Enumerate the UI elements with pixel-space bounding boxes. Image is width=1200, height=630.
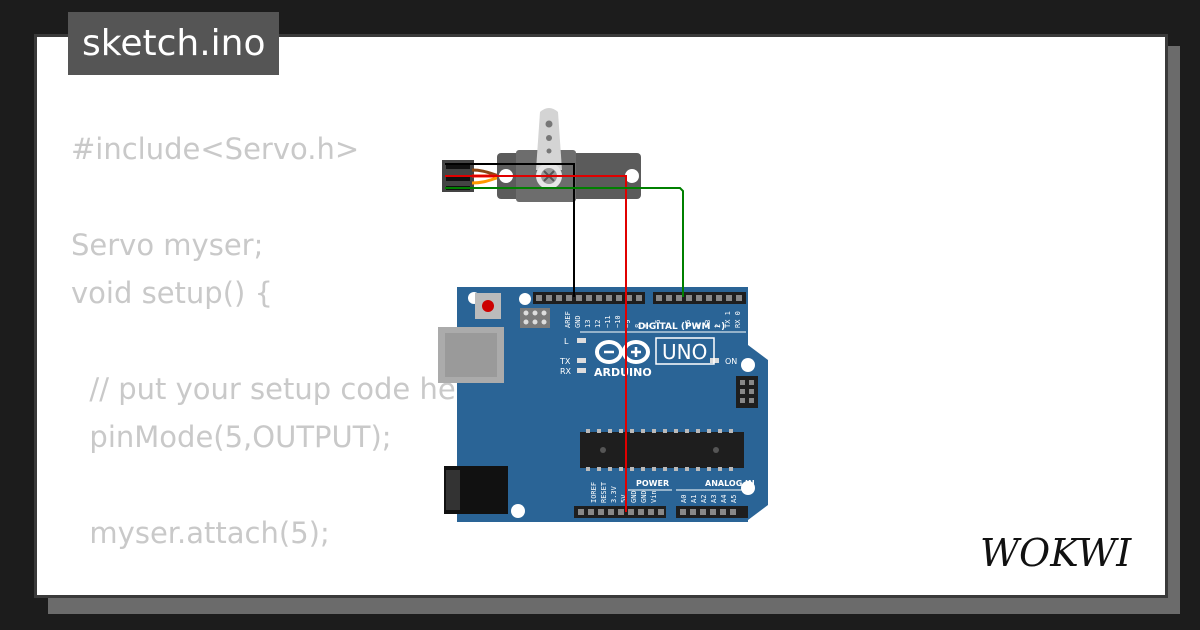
svg-text:TX: TX [559, 357, 571, 366]
pin-label: ~10 [614, 315, 622, 328]
pin-label: ~9 [624, 320, 632, 328]
servo-signal-wire[interactable] [445, 187, 684, 297]
pin-label: TX 1 [724, 311, 732, 328]
pin-label: A5 [730, 495, 738, 503]
reset-pins-header [736, 376, 758, 408]
pin-label: 7 [644, 324, 652, 328]
file-tab[interactable]: sketch.ino [68, 12, 280, 75]
code-line: #include<Servo.h> [71, 132, 360, 166]
pin-label: RESET [600, 481, 608, 503]
pin-label: RX 0 [734, 311, 742, 328]
code-line: Servo myser; [71, 228, 264, 262]
pin-label: 4 [694, 324, 702, 328]
pin-label: A3 [710, 495, 718, 503]
servo-gnd-wire[interactable] [445, 163, 575, 297]
pin-label: A1 [690, 495, 698, 503]
digital-header-label: DIGITAL (PWM ~) [638, 322, 725, 332]
analog-label: ANALOG IN [705, 479, 755, 488]
arduino-logo: ARDUINO [594, 340, 652, 379]
pin-label: AREF [564, 311, 572, 328]
pin-label: GND [630, 490, 638, 503]
code-line: myser.attach(5); [71, 516, 330, 550]
code-line: void setup() { [71, 276, 273, 310]
servo-vcc-wire[interactable] [445, 175, 627, 512]
pin-label: A4 [720, 495, 728, 503]
pin-label: 2 [714, 324, 722, 328]
svg-text:RX: RX [560, 367, 572, 376]
pin-label: 3.3V [610, 485, 618, 503]
atmega-chip [580, 429, 744, 471]
code-line: pinMode(5,OUTPUT); [71, 420, 392, 454]
icsp-header [520, 308, 550, 328]
pin-label: A0 [680, 495, 688, 503]
pin-label: ~3 [704, 320, 712, 328]
pin-label: GND [640, 490, 648, 503]
wokwi-logo: WOKWI [980, 531, 1132, 575]
pin-label: 8 [634, 324, 642, 328]
board-model-label: UNO [662, 340, 707, 364]
pin-label: ~11 [604, 315, 612, 328]
pin-label: ~6 [654, 320, 662, 328]
svg-text:ARDUINO: ARDUINO [594, 366, 652, 379]
pin-label: 5V [620, 494, 628, 503]
pin-label: GND [574, 315, 582, 328]
svg-text:WOKWI: WOKWI [980, 531, 1132, 575]
power-label: POWER [636, 479, 669, 488]
pin-label: 13 [584, 320, 592, 328]
pin-label: 12 [594, 320, 602, 328]
pin-label: Vin [650, 490, 658, 503]
pin-label: ~5 [684, 320, 692, 328]
svg-text:L: L [564, 337, 569, 346]
pin-label: A2 [700, 495, 708, 503]
on-led-label: ON [725, 357, 737, 366]
pin-label: IOREF [590, 482, 598, 503]
